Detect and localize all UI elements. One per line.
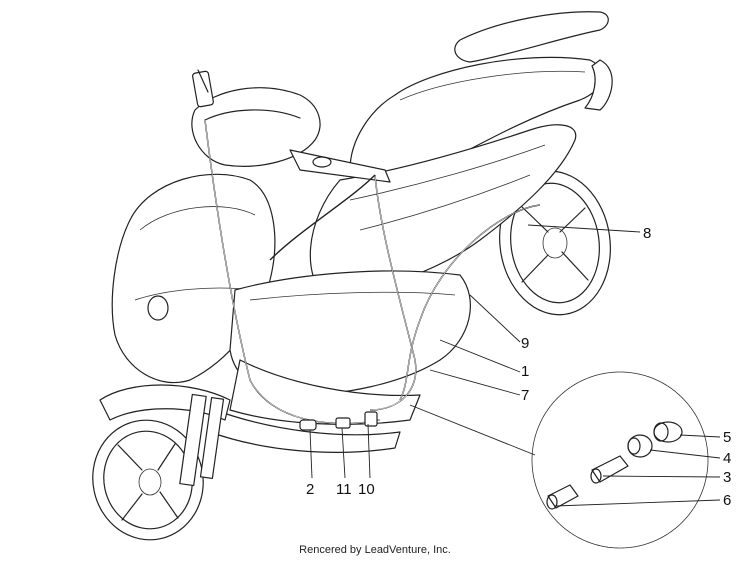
part-3-sleeve [590,455,629,484]
callout-5: 5 [723,429,731,446]
cable-routing [204,119,541,431]
callout-1: 1 [521,363,529,380]
callout-10: 10 [358,481,375,498]
callout-9: 9 [521,335,529,352]
leader-lines [309,224,721,507]
callout-3: 3 [723,469,731,486]
seat-and-rear-body [309,11,613,301]
handlebar-assembly [191,69,391,183]
adjuster-detail-inset [409,371,709,549]
callout-7: 7 [521,387,529,404]
callout-labels: 8 9 1 7 5 4 3 6 2 11 10 [306,225,731,509]
part-4-nut [627,434,653,458]
part-5-cap [653,421,683,443]
callout-2: 2 [306,481,314,498]
callout-8: 8 [643,225,651,242]
front-wheel [92,384,231,541]
part-6-ferrule [546,484,579,510]
callout-11: 11 [336,481,352,498]
callout-4: 4 [723,450,731,467]
footer-credit: Rencered by LeadVenture, Inc. [299,544,451,556]
callout-6: 6 [723,492,731,509]
